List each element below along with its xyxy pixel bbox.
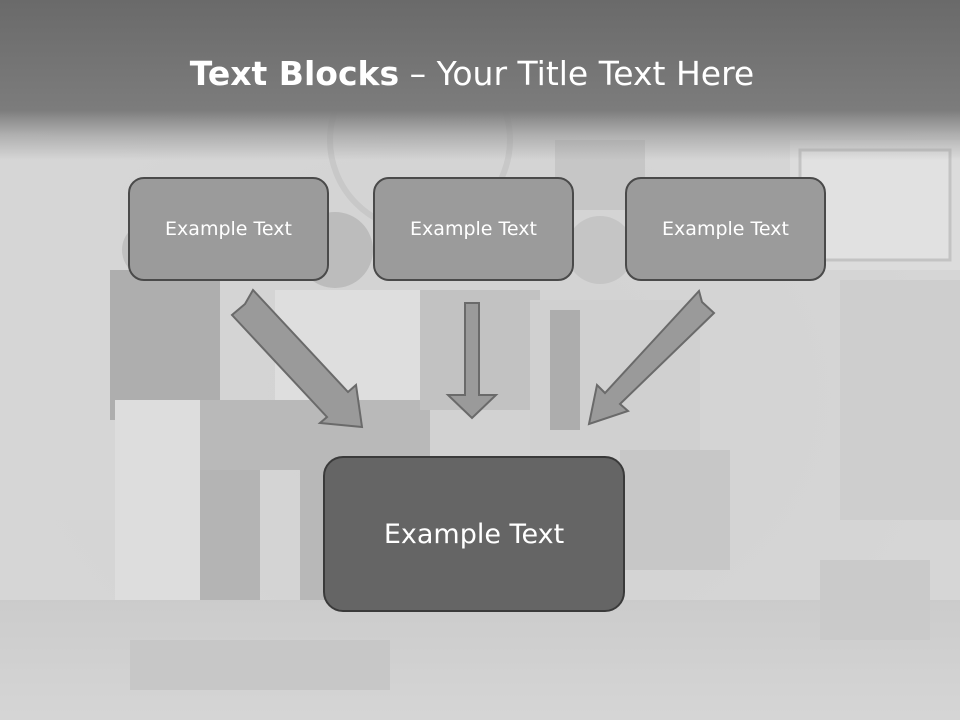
title-rest: Your Title Text Here bbox=[436, 54, 755, 93]
text-block-1-label: Example Text bbox=[165, 218, 292, 240]
text-block-2-label: Example Text bbox=[410, 218, 537, 240]
slide-title: Text Blocks – Your Title Text Here bbox=[0, 52, 944, 96]
title-band bbox=[0, 0, 960, 160]
text-block-2[interactable]: Example Text bbox=[373, 177, 574, 281]
text-block-1[interactable]: Example Text bbox=[128, 177, 329, 281]
title-dash: – bbox=[399, 54, 437, 93]
main-text-block[interactable]: Example Text bbox=[323, 456, 625, 612]
text-block-3-label: Example Text bbox=[662, 218, 789, 240]
text-block-3[interactable]: Example Text bbox=[625, 177, 826, 281]
main-text-block-label: Example Text bbox=[383, 518, 565, 550]
title-bold: Text Blocks bbox=[189, 54, 400, 93]
